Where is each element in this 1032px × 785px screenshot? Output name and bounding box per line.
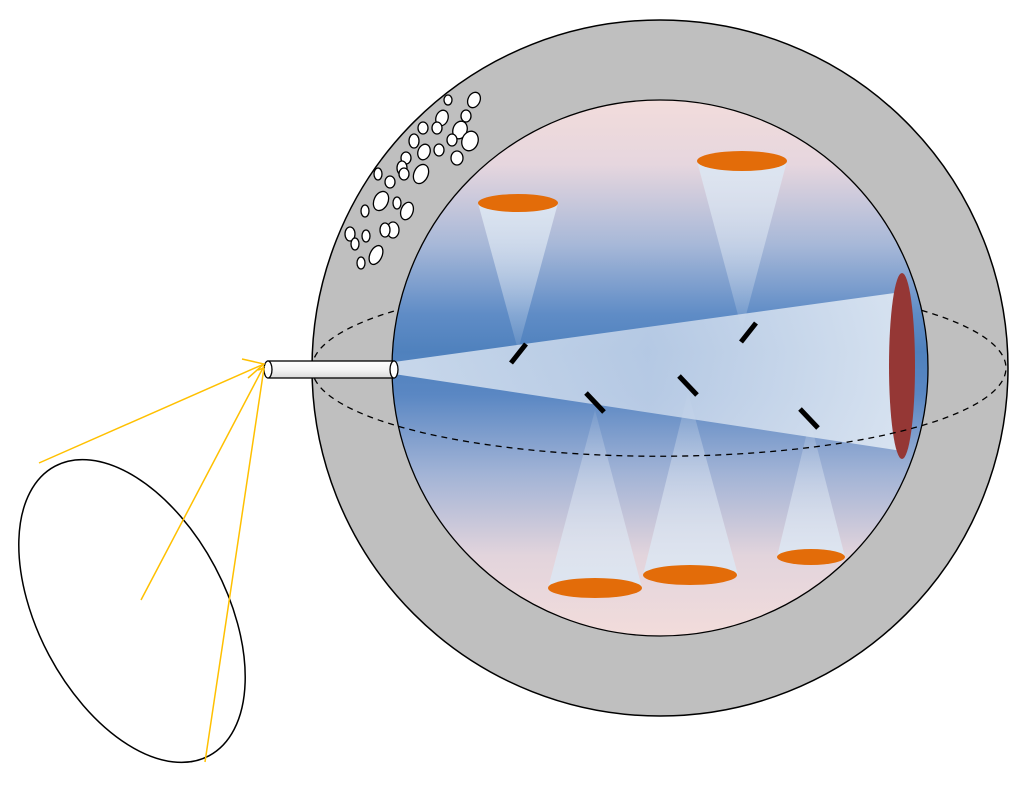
- pore-5: [417, 121, 429, 135]
- mirror-segment-3: [584, 391, 606, 414]
- pore-11: [433, 143, 445, 157]
- mirror-segment-1: [509, 342, 528, 365]
- target-absorber: [889, 273, 915, 459]
- mirror-segment-4: [677, 374, 699, 397]
- pore-21: [360, 204, 370, 218]
- emitter-disc-bottom-right: [777, 549, 845, 565]
- ray-2: [140, 365, 265, 601]
- pore-6: [431, 121, 443, 135]
- pore-29: [368, 244, 384, 266]
- pore-27: [344, 226, 356, 242]
- emitter-cone-top-right: [697, 161, 787, 330]
- equator-back: [311, 279, 1007, 369]
- ray-4: [257, 367, 265, 371]
- pore-2: [443, 94, 453, 106]
- pore-25: [361, 229, 371, 243]
- mirror-segments: [509, 321, 820, 430]
- shell-pores: [344, 91, 482, 270]
- pore-22: [392, 196, 402, 210]
- pore-12: [417, 143, 431, 161]
- emitter-disc-bottom-middle: [643, 565, 737, 585]
- emitter-cone-bottom-right: [777, 420, 845, 557]
- pore-9: [446, 133, 458, 147]
- pore-26: [379, 222, 391, 238]
- emitter-cone-top-left: [478, 203, 558, 350]
- main-beam-cone: [394, 292, 902, 451]
- ray-1: [38, 363, 265, 464]
- incoming-rays: [38, 358, 266, 763]
- pore-18: [373, 167, 383, 181]
- ray-3: [204, 367, 265, 763]
- mirror-segment-2: [739, 321, 758, 344]
- pore-30: [356, 256, 366, 270]
- collector-dish: [18, 458, 246, 764]
- pore-17: [398, 167, 410, 181]
- pore-14: [450, 150, 464, 166]
- emitter-disc-bottom-left: [548, 578, 642, 598]
- emitter-disc-top-left: [478, 194, 558, 212]
- emitter-disc-top-right: [697, 151, 787, 171]
- equator-front: [311, 367, 1007, 457]
- ray-arrowhead: [241, 358, 266, 379]
- pore-10: [408, 133, 420, 149]
- pore-4: [460, 109, 472, 123]
- mirror-segment-5: [798, 407, 820, 430]
- emitter-cone-bottom-left: [548, 410, 642, 588]
- pore-8: [461, 130, 479, 152]
- pore-28: [350, 237, 360, 251]
- pore-20: [372, 190, 390, 212]
- pore-1: [466, 91, 482, 109]
- pore-23: [399, 201, 415, 221]
- entrance-tube: [263, 360, 399, 379]
- pore-19: [384, 175, 396, 189]
- emitter-cone-bottom-middle: [643, 392, 738, 575]
- pore-16: [412, 163, 430, 185]
